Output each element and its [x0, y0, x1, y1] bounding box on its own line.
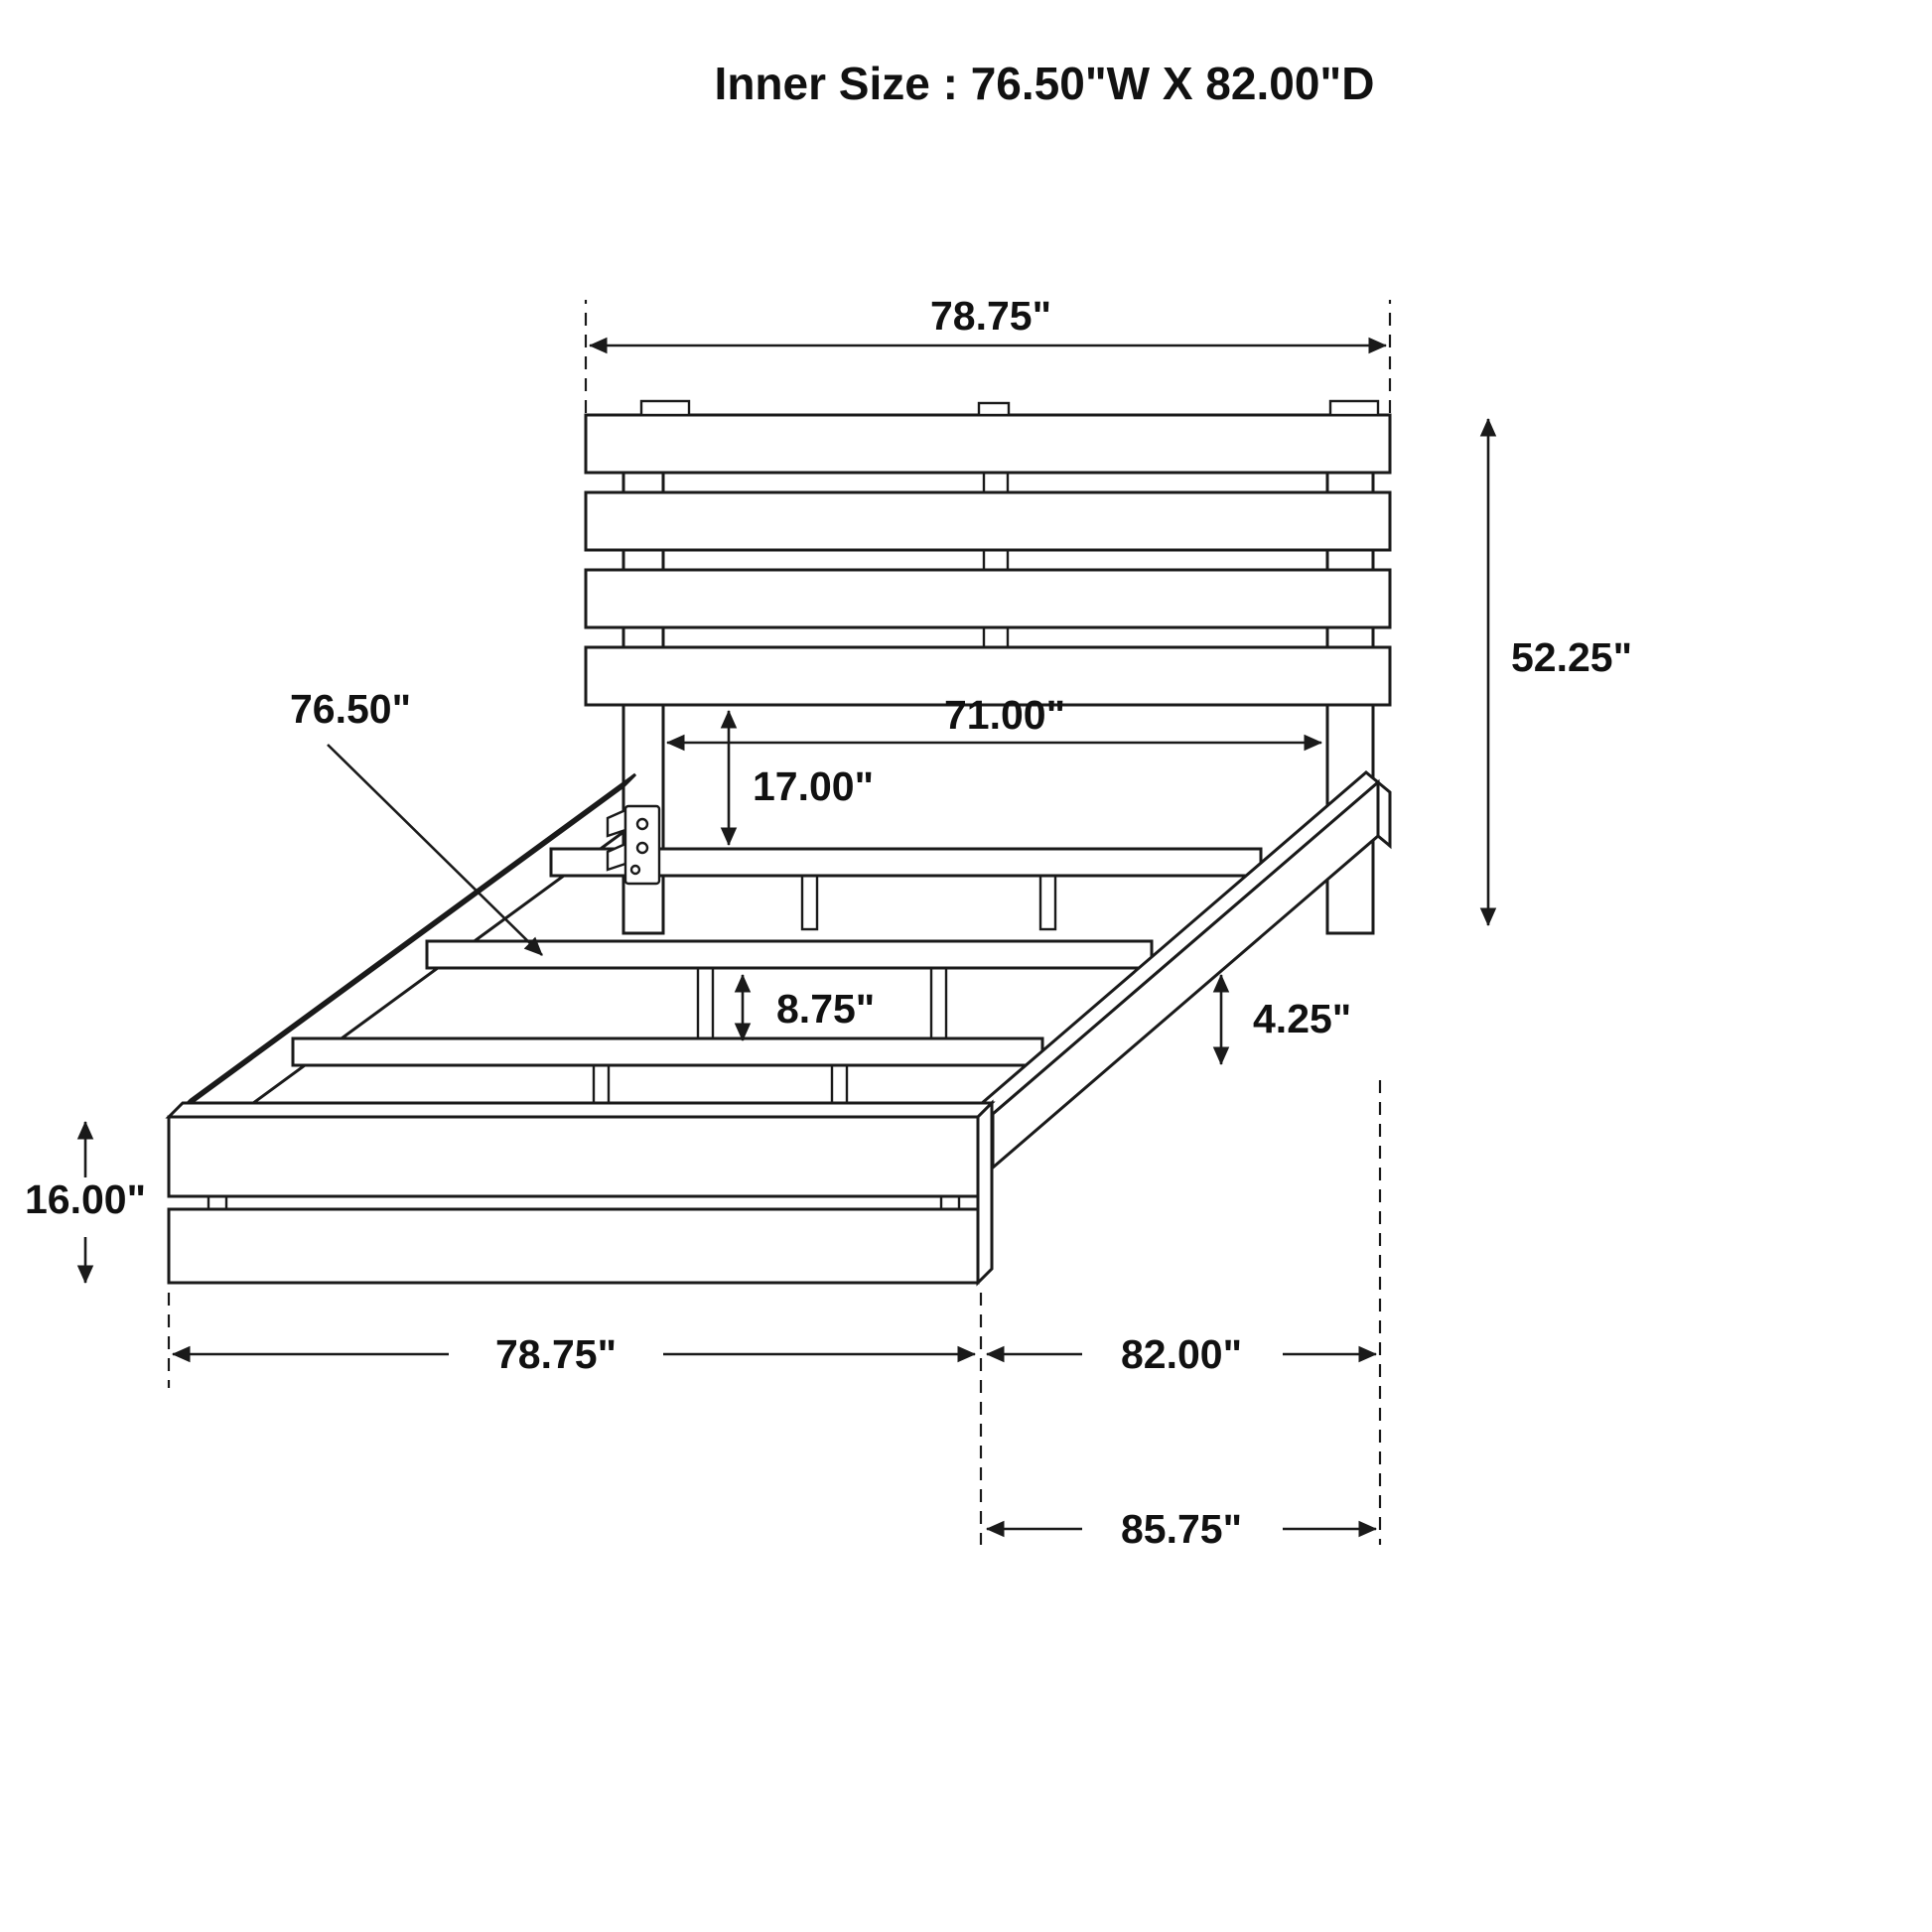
- slat-hanger-bracket: [606, 804, 661, 886]
- headboard-connector: [982, 625, 1010, 649]
- dim-label-headboard-to-slat: 17.00": [753, 763, 874, 809]
- headboard-top-tab: [977, 401, 1011, 417]
- headboard-slat: [584, 645, 1392, 707]
- dim-rail-clearance: 4.25": [1212, 973, 1351, 1066]
- dim-label-inner-width: 71.00": [944, 692, 1065, 738]
- dim-label-overall-depth: 85.75": [1121, 1506, 1242, 1552]
- headboard-top-tab: [1328, 399, 1380, 417]
- headboard-slat: [584, 490, 1392, 552]
- footboard-plank-upper: [167, 1115, 980, 1198]
- dim-overall-depth: 85.75": [985, 1506, 1378, 1552]
- dim-footboard-width: 78.75": [167, 1293, 983, 1545]
- dim-label-slat-length: 76.50": [290, 686, 411, 732]
- headboard-top-tab: [639, 399, 691, 417]
- footboard-side-face: [976, 1099, 994, 1287]
- side-rail-right: [978, 770, 1392, 1172]
- bracket-hole: [635, 841, 649, 855]
- footboard-top-face: [165, 1101, 996, 1119]
- dim-footboard-height: 16.00": [25, 1120, 146, 1285]
- dim-label-footboard-width: 78.75": [495, 1331, 617, 1377]
- slat-rail: [549, 847, 1263, 878]
- footboard-connector: [207, 1194, 228, 1211]
- dim-label-rail-clearance: 4.25": [1253, 996, 1351, 1041]
- footboard: [165, 1099, 996, 1287]
- slat-supports: [291, 847, 1263, 1115]
- dim-inner-width: 71.00": [665, 692, 1323, 752]
- headboard-connector: [982, 471, 1010, 494]
- dim-label-inner-depth: 82.00": [1121, 1331, 1242, 1377]
- footboard-plank-lower: [167, 1207, 980, 1285]
- dim-label-headboard-height: 52.25": [1511, 634, 1632, 680]
- dim-label-footboard-height: 16.00": [25, 1176, 146, 1222]
- dim-label-slat-leg-height: 8.75": [776, 986, 875, 1032]
- footboard-connector: [939, 1194, 961, 1211]
- headboard-slat: [584, 413, 1392, 475]
- slat-leg: [800, 874, 819, 931]
- bracket-hole: [635, 817, 649, 831]
- headboard-slat: [584, 568, 1392, 629]
- dim-label-headboard-width: 78.75": [930, 293, 1051, 339]
- headboard-connector: [982, 548, 1010, 572]
- side-rail-right-face: [991, 778, 1380, 1172]
- slat-rail: [425, 939, 1154, 970]
- side-rail-right-endcap: [1376, 778, 1392, 850]
- dim-inner-depth: 82.00": [985, 1080, 1382, 1545]
- diagram-title: Inner Size : 76.50"W X 82.00"D: [715, 58, 1375, 109]
- slat-leg: [1038, 874, 1057, 931]
- bracket-hole: [629, 864, 641, 876]
- dim-slat-leg-height: 8.75": [734, 973, 875, 1042]
- dim-headboard-to-slat: 17.00": [720, 709, 874, 847]
- dim-headboard-height: 52.25": [1479, 417, 1632, 927]
- slat-leg: [929, 966, 948, 1047]
- slat-rail: [291, 1036, 1044, 1067]
- dim-headboard-width: 78.75": [584, 293, 1392, 413]
- slat-leg: [696, 966, 715, 1047]
- dim-slat-length: 76.50": [290, 686, 543, 956]
